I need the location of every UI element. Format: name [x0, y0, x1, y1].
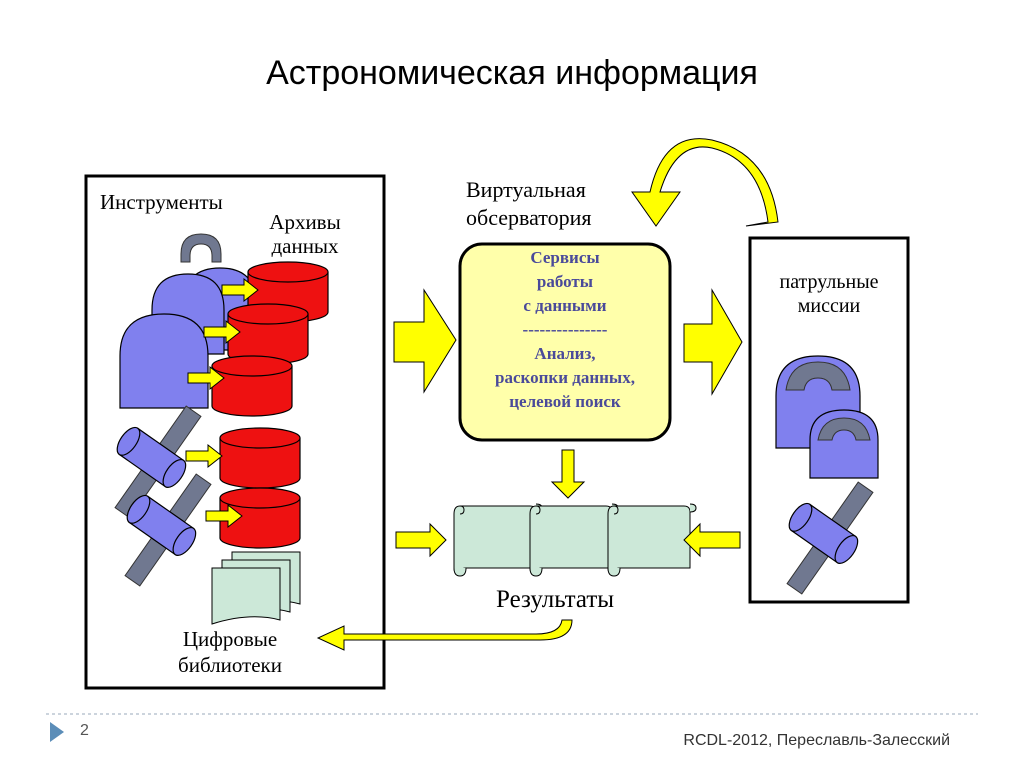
results-label: Результаты [496, 586, 615, 613]
services-text: Сервисы работы с данными ---------------… [462, 246, 668, 414]
services-line: --------------- [522, 320, 608, 339]
patrol-missions-label: патрульные миссии [752, 270, 906, 318]
satellite-icon [786, 481, 874, 595]
telescope-icon [119, 313, 209, 409]
satellite-body [788, 502, 859, 564]
small-arch-icon [180, 233, 222, 263]
slide-title: Астрономическая информация [266, 54, 758, 92]
right-arrow-icon [395, 522, 447, 558]
archives-label-line2: данных [271, 234, 339, 258]
patrol-missions-line2: миссии [797, 295, 861, 317]
services-line: раскопки данных, [495, 368, 635, 387]
down-arrow-icon [550, 449, 586, 499]
curved-arrow-icon [631, 138, 779, 227]
satellite-body [116, 426, 187, 488]
digital-libraries-label: Цифровые библиотеки [160, 626, 300, 678]
virtual-observatory-line2: обсерватория [466, 205, 592, 230]
result-scroll-icon [529, 503, 619, 577]
bullet-triangle-icon [50, 722, 64, 742]
archive-cylinder-icon [227, 303, 309, 365]
archives-label: Архивы данных [260, 210, 350, 258]
document-pages-icon [211, 551, 301, 625]
services-line: целевой поиск [509, 392, 621, 411]
services-line: с данными [523, 296, 607, 315]
digital-libraries-line2: библиотеки [178, 653, 282, 677]
telescope-icon [809, 409, 879, 479]
patrol-missions-line1: патрульные [779, 271, 879, 293]
virtual-observatory-line1: Виртуальная [466, 177, 586, 202]
archive-cylinder-icon [211, 355, 293, 417]
page-number: 2 [80, 722, 89, 739]
left-arrow-icon [683, 522, 741, 558]
satellite-body [126, 494, 197, 556]
result-scroll-icon [453, 503, 543, 577]
archives-label-line1: Архивы [269, 210, 341, 234]
archive-cylinder-icon [219, 427, 301, 489]
services-line: Анализ, [534, 344, 596, 363]
services-line: работы [536, 272, 594, 291]
digital-libraries-line1: Цифровые [182, 627, 278, 651]
instruments-label: Инструменты [100, 190, 223, 214]
big-arrow-icon [393, 288, 457, 394]
services-box [458, 242, 672, 442]
big-arrow-icon [683, 288, 743, 396]
satellite-icon [114, 405, 202, 519]
virtual-observatory-label: Виртуальная обсерватория [466, 176, 592, 232]
return-arrow-icon [316, 619, 573, 651]
footer-text: RCDL-2012, Переславль-Залесский [683, 732, 950, 749]
services-line: Сервисы [530, 248, 600, 267]
result-scroll-icon [607, 503, 697, 577]
